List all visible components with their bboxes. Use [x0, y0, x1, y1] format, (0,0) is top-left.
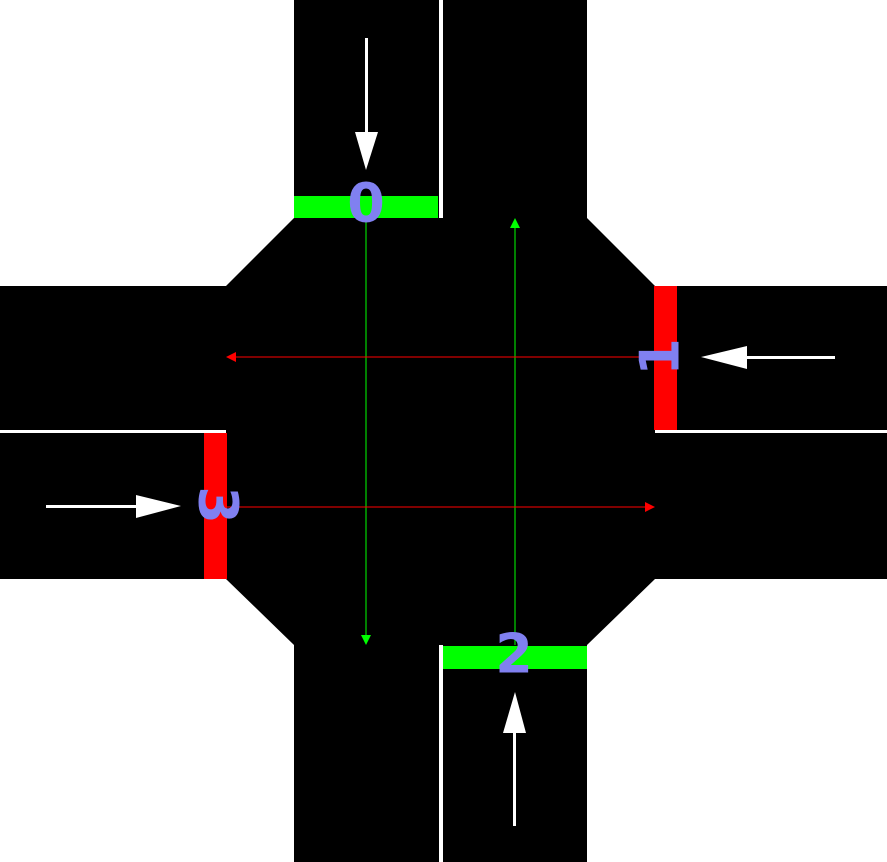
approach-label-0: 0: [347, 172, 385, 235]
approach-label-1: 1: [629, 338, 692, 376]
east-divider: [655, 430, 887, 433]
signal-bar-0: [294, 196, 438, 218]
west-divider: [0, 430, 226, 433]
junction-area: [226, 218, 655, 645]
signal-bar-1: [654, 286, 677, 430]
north-divider: [439, 0, 443, 218]
approach-labels: 0 1 2 3: [186, 172, 691, 686]
approach-label-3: 3: [186, 486, 249, 524]
movement-paths: [226, 218, 655, 645]
approach-label-2: 2: [495, 623, 533, 686]
signal-bar-2: [443, 646, 587, 669]
south-divider: [439, 645, 443, 862]
approach-3-arrow-icon: [46, 495, 181, 518]
approach-arrows: [46, 38, 835, 826]
approach-0-arrow-icon: [355, 38, 378, 170]
signal-bar-3: [204, 433, 227, 579]
approach-1-arrow-icon: [701, 346, 835, 369]
approach-2-arrow-icon: [503, 692, 526, 826]
signal-bars: [204, 196, 677, 669]
